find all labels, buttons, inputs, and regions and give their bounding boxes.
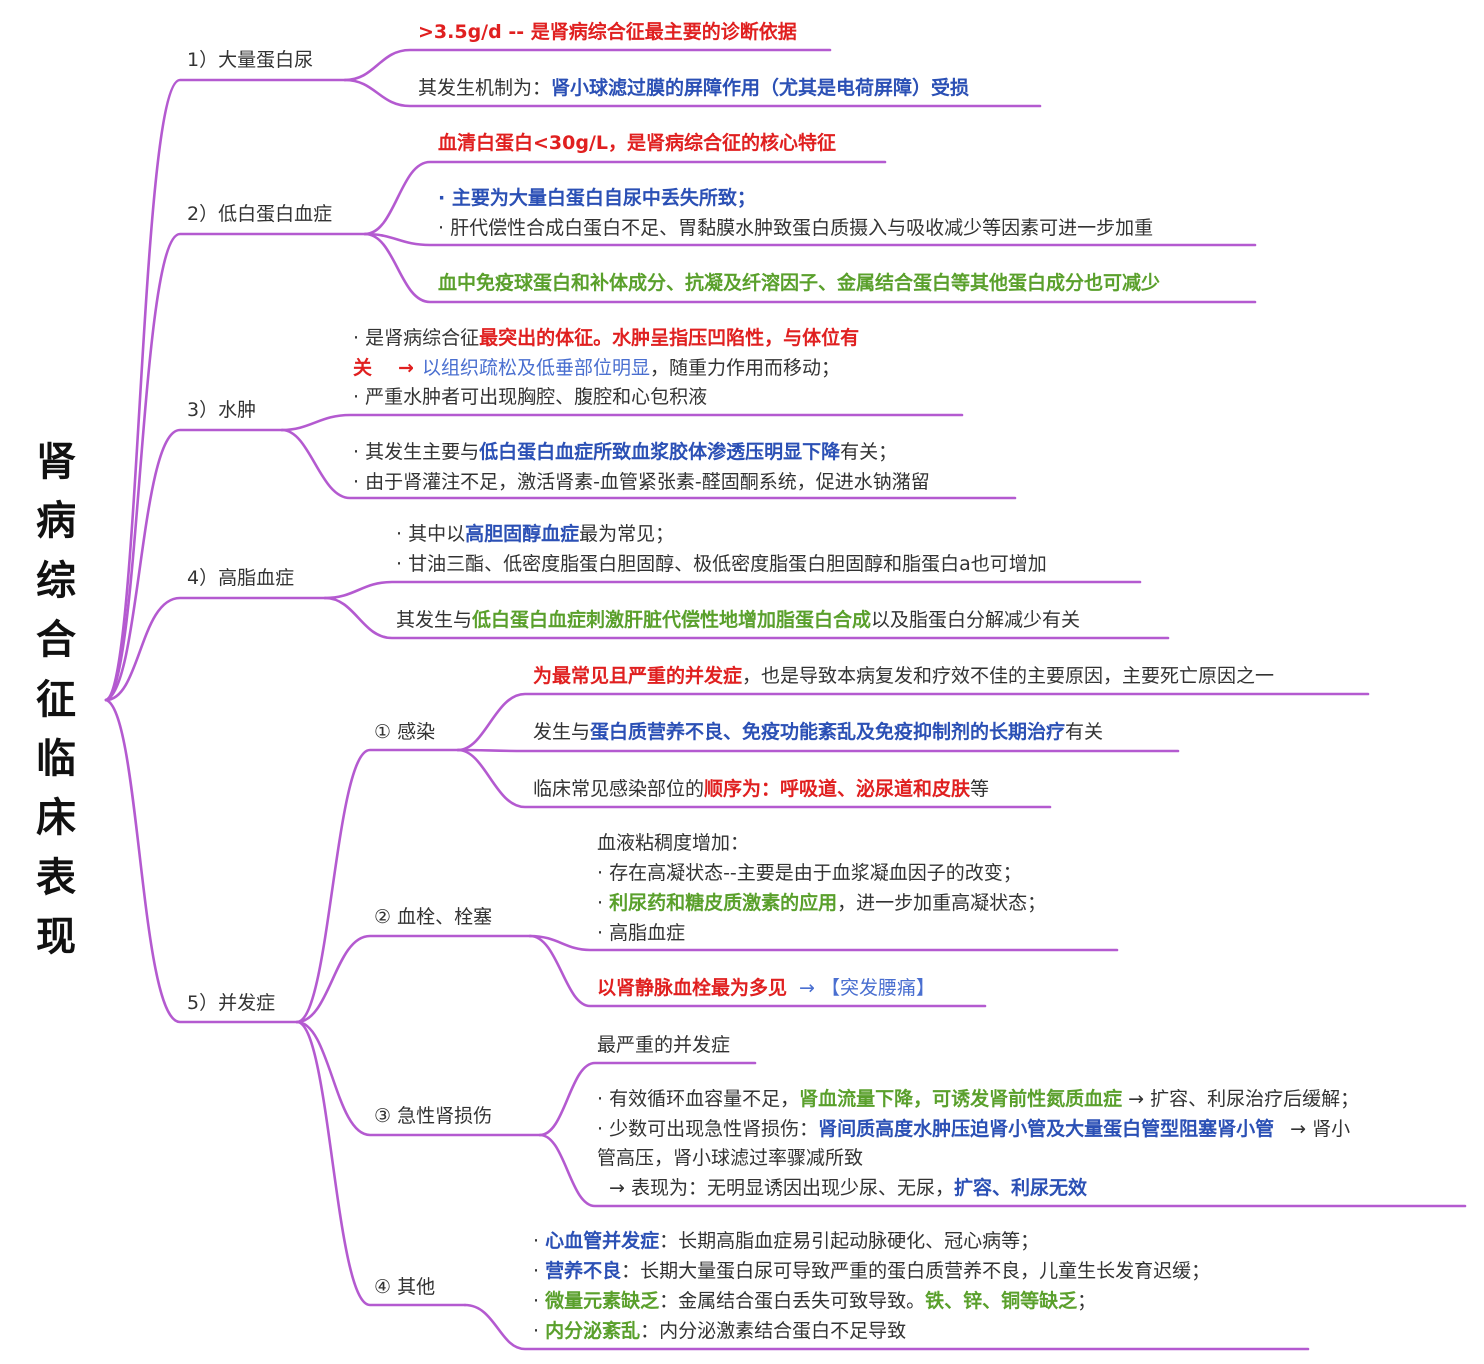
- connector-b3-leaf1: [280, 413, 964, 432]
- thr-leaf-line5: 以肾静脉血栓最为多见→ 【突发腰痛】: [597, 977, 935, 999]
- connector-root-b4: [104, 596, 327, 702]
- thr-leaf-line1: 血液粘稠度增加：: [597, 832, 750, 854]
- b3-leaf-line4: · 其发生主要与低白蛋白血症所致血浆胶体渗透压明显下降有关；: [353, 441, 898, 463]
- oth-leaf-line4: · 内分泌紊乱：内分泌激素结合蛋白不足导致: [533, 1320, 907, 1342]
- b4-leaf-line3: 其发生与低白蛋白血症刺激肝脏代偿性地增加脂蛋白合成以及脂蛋白分解减少有关: [396, 609, 1081, 631]
- aki-leaf-line2: · 有效循环血容量不足，肾血流量下降，可诱发肾前性氮质血症→ 扩容、利尿治疗后缓…: [597, 1088, 1360, 1110]
- aki-leaf-line4: 管高压，肾小球滤过率骤减所致: [597, 1147, 864, 1169]
- b2-leaf-cause2: · 肝代偿性合成白蛋白不足、胃黏膜水肿致蛋白质摄入与吸收减少等因素可进一步加重: [438, 217, 1154, 239]
- connector-b4-leaf1: [323, 580, 1142, 600]
- b2-leaf-other-proteins: 血中免疫球蛋白和补体成分、抗凝及纤溶因子、金属结合蛋白等其他蛋白成分也可减少: [438, 272, 1161, 294]
- b3-leaf-line3: · 严重水肿者可出现胸腔、腹腔和心包积液: [353, 386, 708, 408]
- branch-label-proteinuria: 1）大量蛋白尿: [187, 49, 314, 71]
- branch-label-edema: 3）水肿: [187, 399, 257, 421]
- branch-label-complications: 5）并发症: [187, 992, 276, 1014]
- oth-leaf-line1: · 心血管并发症：长期高脂血症易引起动脉硬化、冠心病等；: [533, 1230, 1040, 1252]
- aki-leaf-line1: 最严重的并发症: [597, 1034, 731, 1056]
- connector-b5-other: [295, 1020, 467, 1307]
- b1-leaf-mechanism: 其发生机制为：肾小球滤过膜的屏障作用（尤其是电荷屏障）受损: [418, 77, 970, 99]
- connector-b5-aki: [295, 1020, 542, 1137]
- connector-b4-leaf2: [323, 596, 1170, 640]
- inf-leaf-line3: 临床常见感染部位的顺序为：呼吸道、泌尿道和皮肤等: [533, 778, 990, 800]
- connector-inf-leaf1: [456, 692, 1370, 752]
- connector-aki-leaf2: [538, 1133, 1467, 1208]
- connector-b2-leaf3: [363, 232, 1257, 304]
- b2-leaf-core: 血清白蛋白<30g/L，是肾病综合征的核心特征: [438, 132, 837, 154]
- b3-leaf-line2: 关→以组织疏松及低垂部位明显，随重力作用而移动；: [353, 357, 840, 379]
- oth-leaf-line2: · 营养不良：长期大量蛋白尿可导致严重的蛋白质营养不良，儿童生长发育迟缓；: [533, 1260, 1211, 1282]
- connector-root-b5: [104, 698, 299, 1024]
- b2-leaf-cause1: · 主要为大量白蛋白自尿中丢失所致；: [438, 187, 756, 209]
- aki-leaf-line3: · 少数可出现急性肾损伤：肾间质高度水肿压迫肾小管及大量蛋白管型阻塞肾小管→ 肾…: [597, 1118, 1351, 1140]
- sub-label-aki: ③ 急性肾损伤: [374, 1105, 493, 1127]
- connector-inf-leaf3: [456, 748, 1052, 809]
- thr-leaf-line4: · 高脂血症: [597, 922, 686, 944]
- page-title: 肾病综合征临床表现: [36, 439, 76, 961]
- connector-root-b3: [104, 428, 284, 702]
- sub-label-infection: ① 感染: [374, 721, 436, 743]
- aki-leaf-line5: → 表现为：无明显诱因出现少尿、无尿，扩容、利尿无效: [609, 1177, 1087, 1199]
- b4-leaf-line1: · 其中以高胆固醇血症最为常见；: [396, 523, 675, 545]
- connector-aki-leaf1: [538, 1061, 757, 1137]
- connector-b2-leaf2: [363, 232, 1257, 247]
- connector-root-b2: [104, 232, 367, 702]
- b3-leaf-line1: · 是肾病综合征最突出的体征。水肿呈指压凹陷性，与体位有: [353, 327, 860, 349]
- connector-root-b1: [104, 78, 347, 702]
- connector-b5-thrombus: [295, 934, 532, 1024]
- b1-leaf-diagnosis: >3.5g/d -- 是肾病综合征最主要的诊断依据: [418, 21, 797, 43]
- b4-leaf-line2: · 甘油三酯、低密度脂蛋白胆固醇、极低密度脂蛋白胆固醇和脂蛋白a也可增加: [396, 553, 1047, 575]
- oth-leaf-line3: · 微量元素缺乏：金属结合蛋白丢失可致导致。铁、锌、铜等缺乏；: [533, 1290, 1097, 1312]
- connector-thr-leaf1: [528, 934, 1119, 952]
- connector-b1-leaf2: [343, 78, 1042, 108]
- connector-inf-leaf2: [456, 748, 1180, 753]
- sub-label-thrombus: ② 血栓、栓塞: [374, 906, 493, 928]
- b3-leaf-line5: · 由于肾灌注不足，激活肾素-血管紧张素-醛固酮系统，促进水钠潴留: [353, 471, 930, 493]
- branch-label-hyperlipidemia: 4）高脂血症: [187, 567, 295, 589]
- connector-oth-leaf: [463, 1303, 1310, 1351]
- connector-b5-infection: [295, 748, 460, 1024]
- sub-label-other: ④ 其他: [374, 1276, 436, 1298]
- branch-label-hypoalbuminemia: 2）低白蛋白血症: [187, 203, 333, 225]
- connector-b3-leaf2: [280, 428, 1017, 500]
- connector-b1-leaf1: [343, 48, 832, 82]
- connector-b2-leaf1: [363, 160, 887, 236]
- thr-leaf-line2: · 存在高凝状态--主要是由于血浆凝血因子的改变；: [597, 862, 1022, 884]
- connector-thr-leaf2: [528, 934, 987, 1008]
- thr-leaf-line3: · 利尿药和糖皮质激素的应用，进一步加重高凝状态；: [597, 892, 1047, 914]
- inf-leaf-line1: 为最常见且严重的并发症，也是导致本病复发和疗效不佳的主要原因，主要死亡原因之一: [533, 665, 1275, 687]
- inf-leaf-line2: 发生与蛋白质营养不良、免疫功能紊乱及免疫抑制剂的长期治疗有关: [533, 721, 1104, 743]
